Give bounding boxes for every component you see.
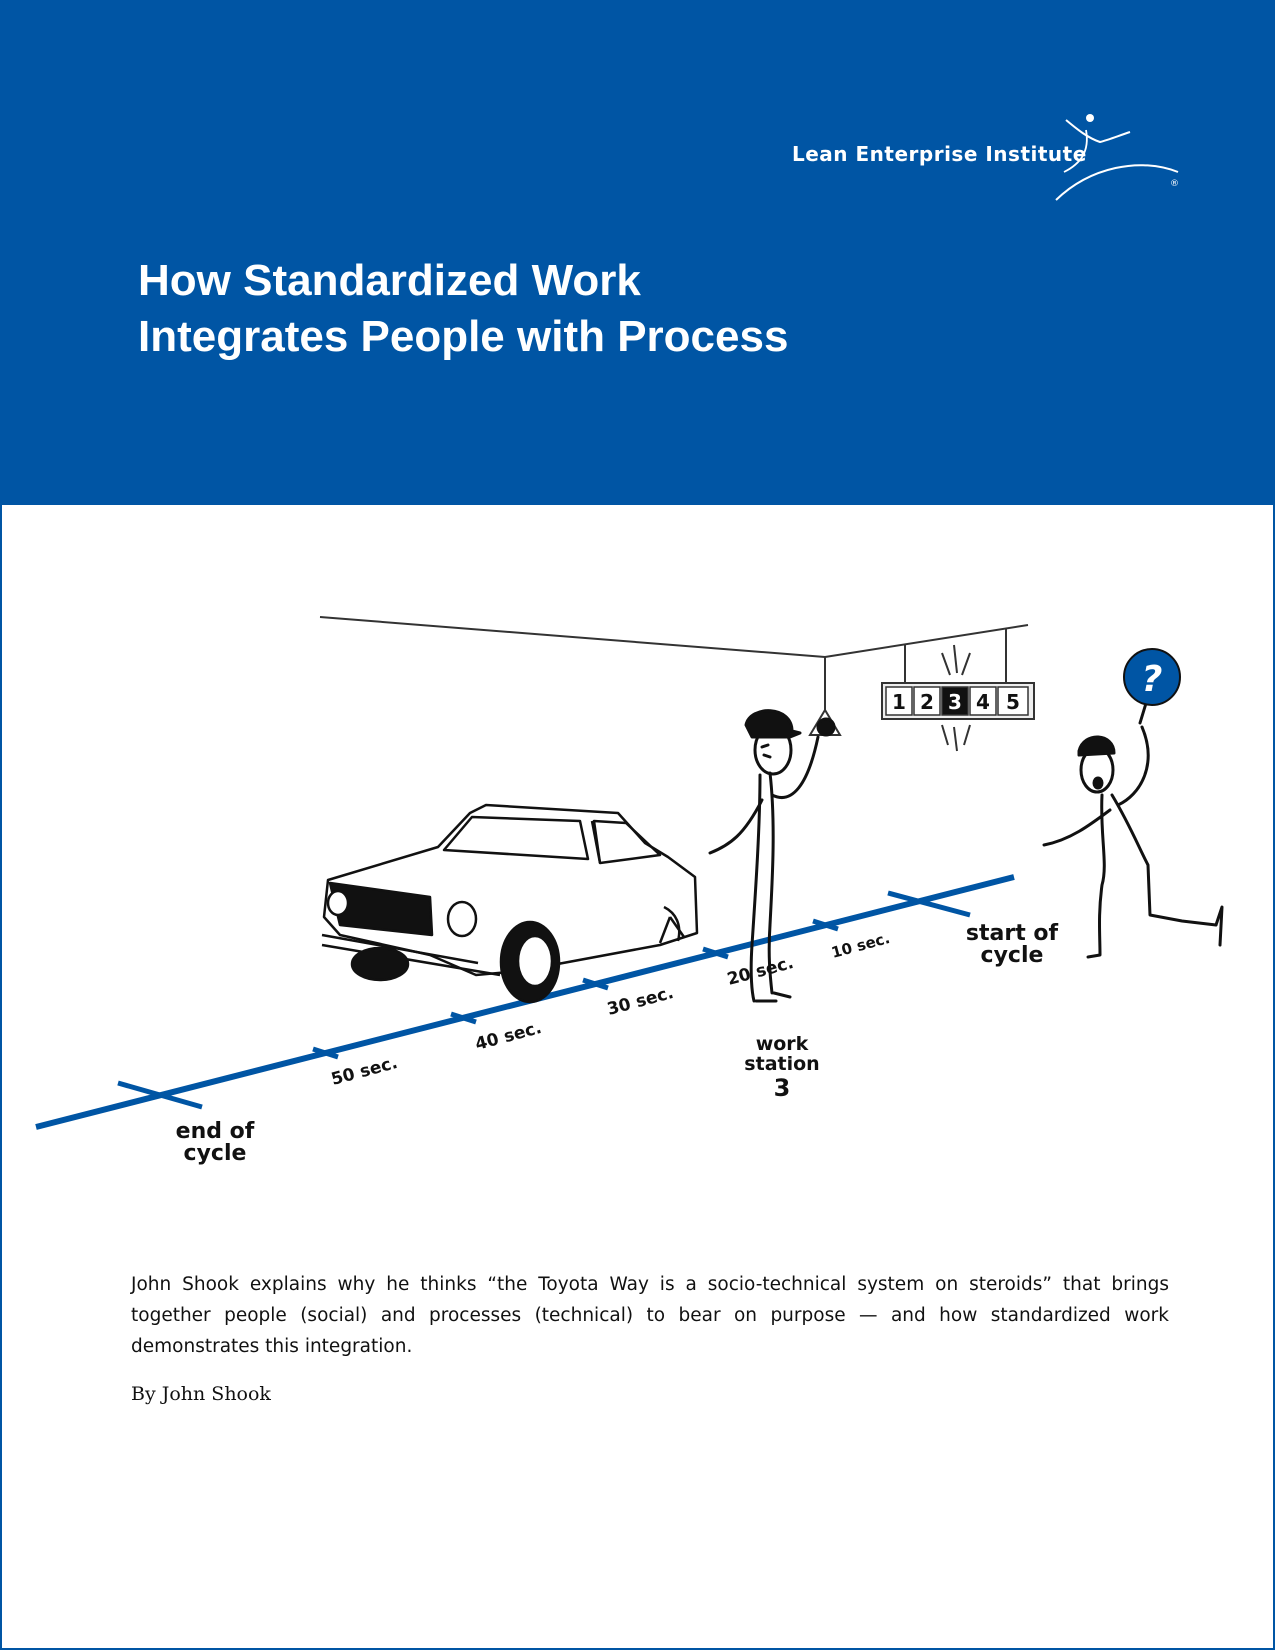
title-line-1: How Standardized Work [138, 256, 641, 305]
assembly-line-illustration: 1 2 3 4 5 50 sec. 40 sec. 30 sec. 20 sec… [35, 616, 1224, 1166]
work-station-label: work station 3 [744, 1033, 819, 1102]
title-line-2: Integrates People with Process [138, 312, 789, 361]
timeline-mark-20: 20 sec. [725, 953, 796, 990]
svg-text:station: station [744, 1053, 819, 1075]
timeline-mark-10: 10 sec. [829, 929, 891, 962]
worker-station-3 [708, 709, 836, 1003]
timeline-mark-30: 30 sec. [605, 983, 676, 1020]
question-sign-icon: ? [1123, 648, 1181, 706]
car-illustration [321, 803, 699, 1004]
andon-number-3: 3 [948, 690, 962, 714]
start-of-cycle-label: start of cycle [966, 921, 1059, 968]
andon-board: 1 2 3 4 5 [881, 644, 1035, 752]
svg-text:end of: end of [176, 1119, 255, 1144]
institute-logo-icon: ® [1055, 114, 1179, 201]
article-summary: John Shook explains why he thinks “the T… [131, 1274, 1169, 1357]
andon-number-2: 2 [920, 690, 934, 714]
question-mark-text: ? [1142, 659, 1163, 700]
trademark-symbol: ® [1170, 179, 1179, 189]
svg-text:work: work [756, 1033, 809, 1055]
timeline-mark-50: 50 sec. [329, 1053, 400, 1090]
svg-text:cycle: cycle [981, 943, 1044, 968]
svg-text:start of: start of [966, 921, 1059, 946]
svg-text:cycle: cycle [184, 1141, 247, 1166]
andon-number-5: 5 [1006, 690, 1020, 714]
organization-name: Lean Enterprise Institute [792, 142, 1087, 166]
andon-number-4: 4 [976, 690, 990, 714]
svg-text:3: 3 [774, 1074, 791, 1102]
end-of-cycle-label: end of cycle [176, 1119, 255, 1166]
header-band: Lean Enterprise Institute ® How Standard… [0, 0, 1275, 505]
andon-active-cell [941, 686, 969, 716]
andon-number-1: 1 [892, 690, 906, 714]
page-title: How Standardized Work Integrates People … [138, 253, 788, 365]
author-byline: By John Shook [131, 1383, 271, 1405]
timeline-mark-40: 40 sec. [473, 1018, 544, 1055]
worker-with-question-sign [1042, 698, 1224, 959]
